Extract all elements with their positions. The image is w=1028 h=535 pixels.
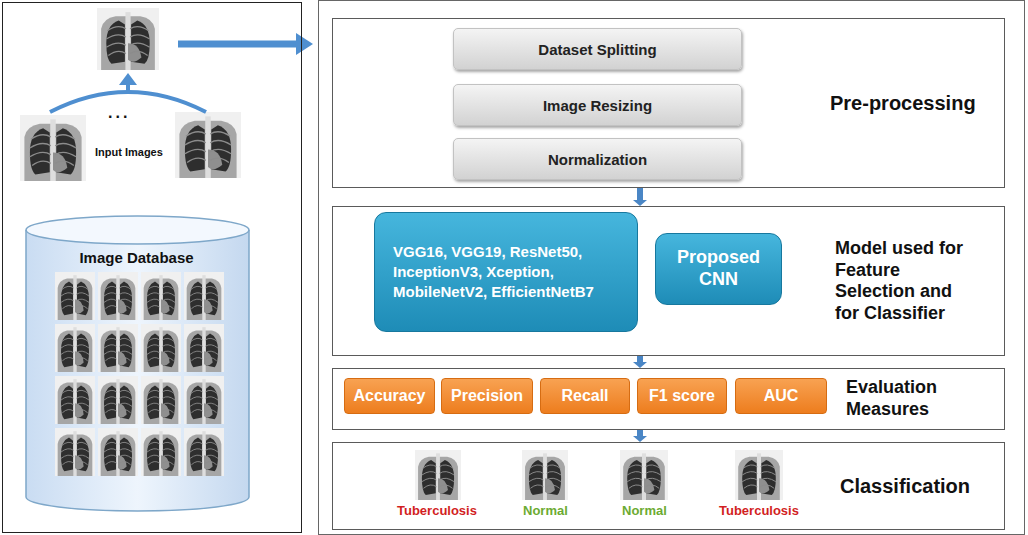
flow-arrow xyxy=(637,430,643,436)
box-label: Accuracy xyxy=(353,387,425,405)
xray-image xyxy=(184,376,224,424)
stage-band: Accuracy Precision Recall F1 score AUC Evalua… xyxy=(332,368,1005,430)
cylinder-rim xyxy=(26,216,249,244)
xray-image xyxy=(97,8,159,70)
xray-image xyxy=(141,376,181,424)
flow-arrow xyxy=(637,356,643,362)
xray-image xyxy=(735,450,783,500)
image-caption: Input Images xyxy=(95,146,163,158)
cylinder-top xyxy=(26,216,249,244)
stage-band: VGG16, VGG19, ResNet50, InceptionV3, Xce… xyxy=(332,206,1005,356)
box-label: VGG16, VGG19, ResNet50, InceptionV3, Xce… xyxy=(393,242,617,303)
metric-box: AUC xyxy=(735,378,827,414)
text-slot: Pre-processing xyxy=(830,91,1002,115)
xray-image xyxy=(98,272,138,320)
xray-image xyxy=(98,376,138,424)
step-box: Dataset Splitting xyxy=(453,28,742,70)
stage-band: ClassificationTuberculosis Normal Normal Tu… xyxy=(332,442,1005,530)
text-slot: Model used for Feature Selection and for… xyxy=(835,238,977,324)
xray-image xyxy=(620,450,668,500)
flow-arrow xyxy=(637,188,643,200)
xray-image xyxy=(141,428,181,476)
metric-box: Precision xyxy=(441,378,533,414)
text-slot: Tuberculosis xyxy=(719,503,799,518)
database-label: Image Database xyxy=(24,249,249,266)
merge-arrow-head xyxy=(119,73,137,85)
stage-title: Evaluation Measures xyxy=(846,377,986,420)
box-label: Dataset Splitting xyxy=(538,41,656,58)
model-box: Proposed CNN xyxy=(655,233,782,305)
text-slot: Normal xyxy=(622,503,667,518)
stage-title: Classification xyxy=(840,474,1002,498)
xray-image xyxy=(55,324,95,372)
metric-box: F1 score xyxy=(637,378,727,414)
database-cylinder: Image Database xyxy=(25,214,250,512)
step-box: Image Resizing xyxy=(453,84,742,126)
class-label: Normal xyxy=(523,503,568,518)
box-label: Normalization xyxy=(548,151,647,168)
xray-image xyxy=(184,324,224,372)
stage-title: Model used for Feature Selection and for… xyxy=(835,238,977,324)
input-arrow xyxy=(178,41,297,48)
xray-image xyxy=(55,376,95,424)
text-slot: Tuberculosis xyxy=(397,503,477,518)
box-label: F1 score xyxy=(649,387,715,405)
text-slot: Classification xyxy=(840,474,1002,498)
input-panel: Image Database... Input Images xyxy=(2,2,302,533)
xray-image xyxy=(55,272,95,320)
xray-image xyxy=(141,324,181,372)
stage-band: Dataset SplittingImage ResizingNormaliza… xyxy=(332,18,1005,188)
cylinder-body xyxy=(26,230,249,511)
xray-image xyxy=(184,272,224,320)
input-arrow-head xyxy=(296,33,313,55)
database-images xyxy=(55,272,224,476)
text-slot: Input Images xyxy=(95,146,163,158)
box-label: Image Resizing xyxy=(543,97,652,114)
box-label: Proposed CNN xyxy=(664,247,773,290)
xray-image xyxy=(415,450,461,500)
text-slot: Image Database xyxy=(24,249,249,266)
text-slot: Normal xyxy=(523,503,568,518)
xray-image xyxy=(98,428,138,476)
box-label: Recall xyxy=(561,387,608,405)
right-panel xyxy=(319,1,1025,535)
step-box: Normalization xyxy=(453,138,742,180)
ellipsis-mark: ... xyxy=(108,104,130,122)
xray-image xyxy=(175,112,241,178)
xray-image xyxy=(55,428,95,476)
class-label: Tuberculosis xyxy=(719,503,799,518)
metric-box: Accuracy xyxy=(344,378,435,414)
class-label: Tuberculosis xyxy=(397,503,477,518)
text-slot: ... xyxy=(108,104,130,122)
box-label: AUC xyxy=(764,387,799,405)
xray-image xyxy=(141,272,181,320)
cylinder-side xyxy=(26,230,249,511)
xray-image xyxy=(20,115,86,181)
xray-image xyxy=(98,324,138,372)
box-label: Precision xyxy=(451,387,523,405)
class-label: Normal xyxy=(622,503,667,518)
metric-box: Recall xyxy=(540,378,630,414)
xray-image xyxy=(522,450,568,500)
xray-image xyxy=(184,428,224,476)
text-slot: Evaluation Measures xyxy=(846,377,986,420)
model-box: VGG16, VGG19, ResNet50, InceptionV3, Xce… xyxy=(374,212,638,332)
stage-title: Pre-processing xyxy=(830,91,1002,115)
